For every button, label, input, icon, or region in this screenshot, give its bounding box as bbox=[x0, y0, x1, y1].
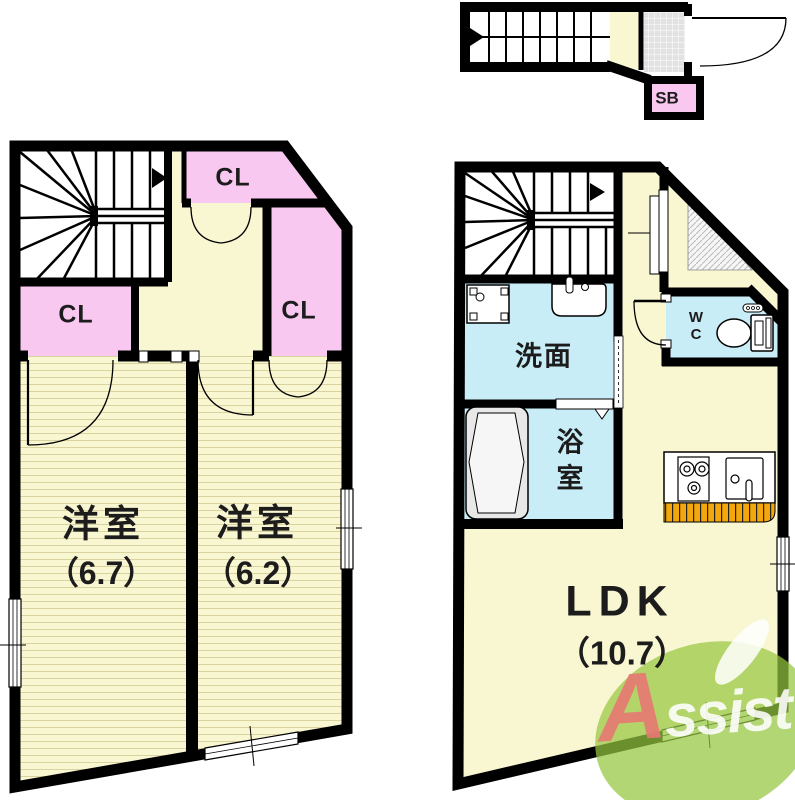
main-floor-plan bbox=[452, 161, 795, 791]
upper-floor-doors bbox=[26, 206, 328, 446]
bedroom-1-floor bbox=[15, 356, 192, 787]
closet-top-label: CL bbox=[215, 163, 251, 192]
entry-tile-floor bbox=[644, 10, 688, 72]
upper-stairs-icon bbox=[19, 145, 168, 283]
bedroom-2-name: 洋室 bbox=[216, 502, 298, 544]
upper-stair-rail-cap bbox=[90, 206, 98, 226]
bedroom-2-door-arc bbox=[197, 359, 254, 416]
closet-right-label: CL bbox=[281, 296, 317, 325]
washroom-sliding-door bbox=[613, 335, 624, 409]
living-room-size: （10.7） bbox=[556, 634, 688, 672]
closet-right bbox=[267, 203, 347, 356]
porch-sliding-door bbox=[628, 189, 669, 275]
closet-left bbox=[15, 282, 135, 356]
washing-machine-pan-icon bbox=[466, 284, 510, 324]
front-door-swing-arc bbox=[699, 17, 787, 67]
bathroom-label: 浴室 bbox=[556, 427, 584, 494]
assist-logo-leaf-icon bbox=[595, 619, 795, 800]
closet-right-door-arcs bbox=[268, 359, 328, 398]
bedroom-2-floor bbox=[192, 356, 347, 757]
toilet-icon bbox=[716, 303, 774, 352]
bedroom-1-left-window bbox=[8, 598, 22, 688]
bedroom-2-right-window bbox=[340, 488, 354, 570]
shoe-box-label: SB bbox=[655, 88, 679, 108]
living-room-label: LDK bbox=[565, 577, 675, 626]
kitchen-cabinet-front bbox=[663, 502, 776, 523]
kitchen-counter bbox=[663, 451, 776, 523]
shoe-box bbox=[644, 76, 704, 120]
washroom-label: 洗面 bbox=[515, 341, 573, 372]
entry-level-plan bbox=[460, 2, 787, 120]
entry-walls bbox=[460, 2, 692, 85]
bedroom-1-door-arc bbox=[27, 359, 114, 446]
vanity-sink-icon bbox=[551, 276, 607, 317]
main-stairs-icon bbox=[464, 166, 618, 280]
bedroom-1-size: （6.7） bbox=[46, 555, 156, 591]
bathtub-icon bbox=[465, 406, 529, 520]
upper-door-jambs bbox=[138, 350, 200, 363]
main-stair-arrow-icon bbox=[590, 183, 605, 201]
closet-left-label: CL bbox=[58, 300, 94, 329]
toilet-room-door bbox=[633, 293, 672, 349]
toilet-room-label: WC bbox=[688, 308, 704, 343]
entry-stair-arrow-icon bbox=[470, 28, 484, 46]
front-door-opening bbox=[685, 16, 694, 62]
stove-icon bbox=[677, 456, 710, 502]
bathroom-folding-door bbox=[555, 398, 614, 420]
upper-stair-arrow-icon bbox=[152, 168, 167, 188]
main-stair-floor bbox=[460, 167, 618, 279]
kitchen-sink-icon bbox=[725, 457, 764, 502]
upper-floor-plan bbox=[0, 140, 362, 794]
entry-hall-floor bbox=[610, 7, 641, 70]
bedroom-1-name: 洋室 bbox=[62, 503, 144, 545]
assist-logo-text: Assist bbox=[593, 652, 794, 763]
bedroom-2-size: （6.2） bbox=[203, 555, 313, 591]
closet-top-door-arcs bbox=[190, 206, 252, 244]
upper-floor-windows bbox=[0, 488, 362, 767]
main-stair-rail-cap bbox=[527, 210, 535, 230]
entry-stairs-icon bbox=[471, 12, 610, 62]
